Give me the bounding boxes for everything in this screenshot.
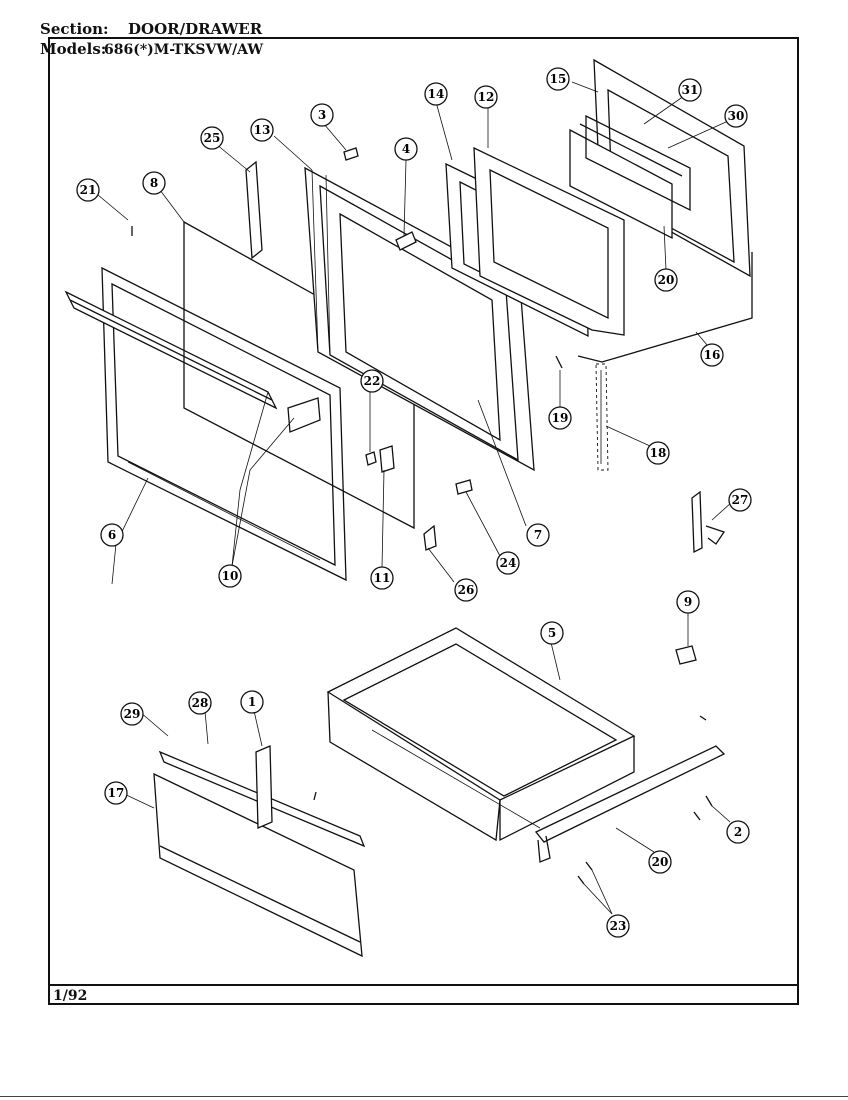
page-bottom-rule <box>0 1096 848 1097</box>
svg-text:25: 25 <box>204 131 221 145</box>
callout-14: 14 <box>424 82 448 106</box>
door-insulation <box>395 231 417 251</box>
revision-date: 1/92 <box>53 988 88 1004</box>
callout-4: 4 <box>394 137 418 161</box>
svg-text:1: 1 <box>248 695 256 709</box>
footer-divider <box>48 984 799 986</box>
models-value: 686(*)M-TKSVW/AW <box>104 42 264 58</box>
drawer-body <box>326 627 636 842</box>
svg-text:12: 12 <box>478 90 495 104</box>
small-parts <box>131 226 473 551</box>
svg-text:31: 31 <box>682 83 699 97</box>
inner-panel <box>473 146 625 336</box>
svg-text:10: 10 <box>222 569 239 583</box>
screws <box>577 795 713 885</box>
callout-markers: 1 2 3 4 5 6 7 8 9 10 11 12 13 14 15 16 1… <box>76 67 752 938</box>
svg-text:14: 14 <box>428 87 445 101</box>
svg-text:17: 17 <box>108 786 125 800</box>
svg-text:23: 23 <box>610 919 627 933</box>
callout-26: 26 <box>454 578 478 602</box>
svg-text:15: 15 <box>550 72 567 86</box>
callout-30: 29 <box>120 702 144 726</box>
door-inner-frame <box>304 166 535 472</box>
callout-32: 31 <box>678 78 702 102</box>
callout-21: 21 <box>76 178 100 202</box>
section-value: DOOR/DRAWER <box>128 20 263 38</box>
models-label: Models: <box>40 40 107 58</box>
svg-text:24: 24 <box>500 556 517 570</box>
svg-text:20: 20 <box>652 855 669 869</box>
callout-7: 7 <box>526 523 550 547</box>
svg-text:22: 22 <box>364 374 381 388</box>
callout-25: 25 <box>200 126 224 150</box>
svg-text:8: 8 <box>150 176 158 190</box>
section-row: Section: DOOR/DRAWER <box>40 21 262 37</box>
svg-text:6: 6 <box>108 528 116 542</box>
screw-19 <box>555 355 563 369</box>
door-strip <box>245 160 263 260</box>
callout-5: 5 <box>540 621 564 645</box>
callout-18: 18 <box>646 441 670 465</box>
svg-text:13: 13 <box>254 123 271 137</box>
svg-text:26: 26 <box>458 583 475 597</box>
svg-text:29: 29 <box>124 707 141 721</box>
svg-text:7: 7 <box>534 528 542 542</box>
callout-27: 27 <box>728 488 752 512</box>
callout-29: 28 <box>188 691 212 715</box>
callout-9: 9 <box>676 590 700 614</box>
callout-13: 13 <box>250 118 274 142</box>
callout-6: 6 <box>100 523 124 547</box>
callout-1: 1 <box>240 690 264 714</box>
callout-11: 11 <box>370 566 394 590</box>
callout-22: 22 <box>360 369 384 393</box>
svg-text:30: 30 <box>728 109 745 123</box>
svg-text:2: 2 <box>734 825 742 839</box>
section-label: Section: <box>40 20 109 38</box>
callout-23: 23 <box>606 914 630 938</box>
svg-text:18: 18 <box>650 446 667 460</box>
callout-24: 24 <box>496 551 520 575</box>
assembly-bracket <box>577 252 753 363</box>
svg-text:28: 28 <box>192 696 209 710</box>
svg-text:4: 4 <box>402 142 410 156</box>
models-row: Models:686(*)M-TKSVW/AW <box>40 41 263 58</box>
callout-20-rail: 20 <box>648 850 672 874</box>
svg-text:11: 11 <box>374 571 391 585</box>
svg-text:20: 20 <box>658 273 675 287</box>
drawer-bracket <box>255 745 317 829</box>
callout-17: 17 <box>104 781 128 805</box>
door-hinge <box>595 363 609 471</box>
door-handle <box>64 290 278 410</box>
callout-31: 30 <box>724 104 748 128</box>
diagram-frame <box>48 37 799 1005</box>
drawer-rail <box>534 745 726 863</box>
callout-19: 19 <box>548 406 572 430</box>
callout-10: 10 <box>218 564 242 588</box>
svg-text:16: 16 <box>704 348 721 362</box>
callout-12: 12 <box>474 85 498 109</box>
callout-20-window: 20 <box>654 268 678 292</box>
callout-3: 3 <box>310 103 334 127</box>
callout-16: 16 <box>700 343 724 367</box>
drawer-stop <box>675 630 707 721</box>
svg-text:3: 3 <box>318 108 326 122</box>
clip-part <box>343 147 359 161</box>
svg-text:5: 5 <box>548 626 556 640</box>
drawer-front-panel <box>153 772 363 958</box>
svg-text:27: 27 <box>732 493 749 507</box>
callout-8: 8 <box>142 171 166 195</box>
svg-text:21: 21 <box>80 183 97 197</box>
hinge-bracket <box>691 490 726 554</box>
callout-2: 2 <box>726 820 750 844</box>
callout-15: 15 <box>546 67 570 91</box>
window-glass <box>569 114 691 240</box>
svg-text:9: 9 <box>684 595 692 609</box>
svg-text:19: 19 <box>552 411 569 425</box>
